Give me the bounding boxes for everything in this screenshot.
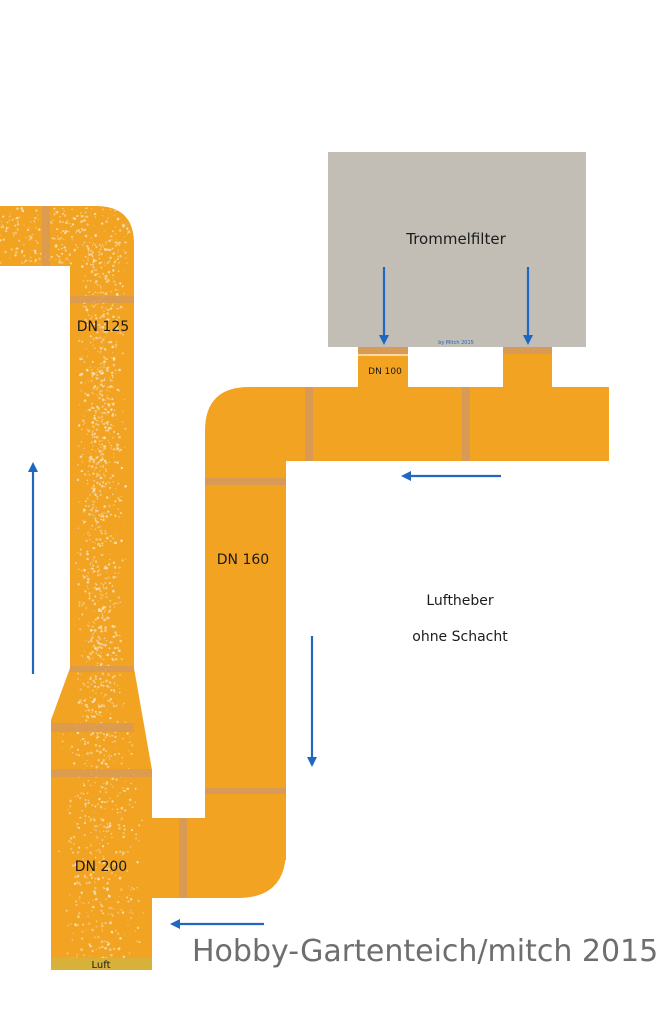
joint	[503, 347, 552, 354]
label-dn200: DN 200	[75, 859, 127, 875]
joint	[51, 723, 134, 732]
joint	[205, 478, 286, 485]
label-dn160: DN 160	[217, 552, 269, 568]
air-bubbles	[0, 206, 145, 970]
joint	[358, 354, 408, 356]
pipe-dn160-assembly	[140, 347, 609, 898]
label-dn100: DN 100	[368, 367, 402, 377]
joint	[70, 296, 134, 303]
title-line-1: Luftheber	[426, 593, 494, 609]
joint	[205, 788, 286, 794]
joint	[305, 387, 313, 461]
air-inlet-base	[51, 958, 152, 970]
label-air: Luft	[92, 960, 111, 971]
drum-filter-label: Trommelfilter	[405, 230, 506, 248]
label-dn125: DN 125	[77, 319, 129, 335]
pipe-dn160-vertical	[205, 430, 286, 860]
title-line-2: ohne Schacht	[412, 629, 508, 645]
joint	[51, 769, 152, 777]
bottom-elbow	[140, 818, 286, 898]
riser-assembly	[0, 206, 152, 970]
joint	[179, 818, 187, 898]
drum-filter-small-label: by Mitch 2015	[438, 340, 474, 346]
joint	[358, 347, 408, 354]
credit-watermark: Hobby-Gartenteich/mitch 2015	[192, 934, 659, 969]
joint	[70, 666, 134, 672]
drum-filter-box	[328, 152, 586, 347]
joint	[462, 387, 470, 461]
joint	[42, 206, 50, 266]
